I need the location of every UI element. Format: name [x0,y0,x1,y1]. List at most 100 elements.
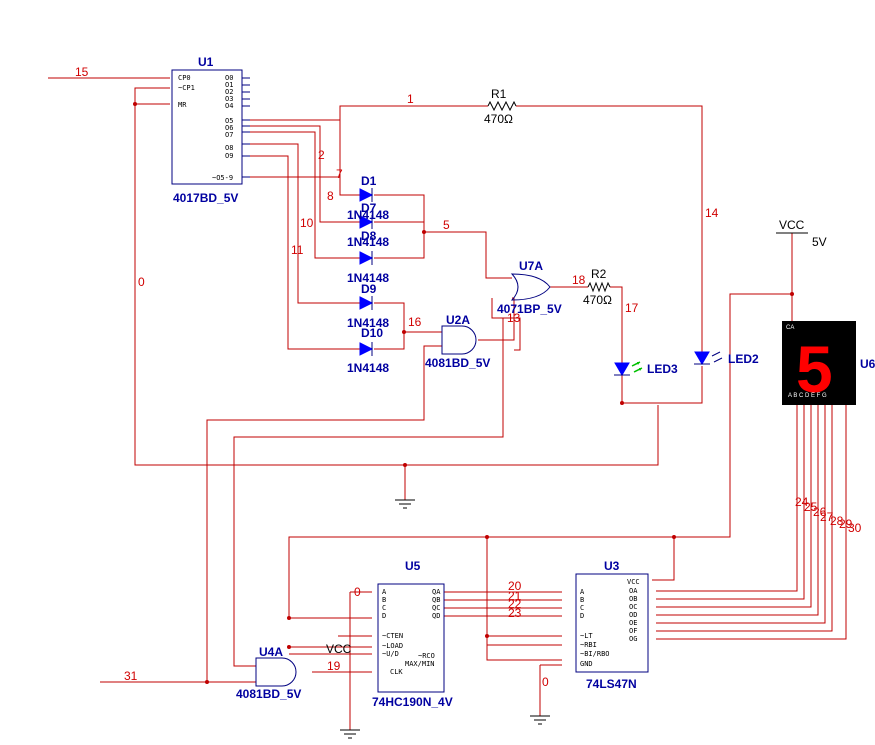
u2a-and-gate[interactable]: U2A 4081BD_5V [425,313,490,370]
net-label: 17 [625,301,639,315]
junction [485,634,489,638]
u1-pin-o0: O0 [225,74,233,82]
u5-pin-a: A [382,588,387,596]
led2-ref: LED2 [728,352,759,366]
junction [620,401,624,405]
net-label: 19 [327,659,341,673]
u4a-part: 4081BD_5V [236,687,301,701]
u6-seven-segment-display[interactable]: CA 5 A B C D E F G U6 [782,321,875,406]
d8-triangle [359,251,374,265]
d10-part: 1N4148 [347,361,389,375]
u7a-or-gate[interactable]: U7A 4071BP_5V [497,259,562,316]
net-label: 31 [124,669,138,683]
u1-pin-cp1: ~CP1 [178,84,195,92]
u3-pin-oc: OC [629,603,637,611]
u5-body [377,583,445,693]
diode-d1[interactable]: D1 [359,174,377,202]
r1-resistor[interactable]: R1 470Ω [484,87,517,126]
u1-pin-o1: O1 [225,81,233,89]
u5-pin-qd: QD [432,612,440,620]
u5-pin-load: ~LOAD [382,642,403,650]
junction [485,535,489,539]
u6-digit: 5 [796,332,833,406]
u1-body [171,69,243,185]
net-label: 10 [300,216,314,230]
net-label: 22 [508,597,522,611]
u3-decoder[interactable]: U3 74LS47N A B C D ~LT ~RBI ~BI/RBO GND … [575,559,649,691]
u3-part: 74LS47N [586,677,637,691]
u5-pin-b: B [382,596,386,604]
net-label: 1 [407,92,414,106]
d9-triangle [359,296,374,310]
u3-pin-birbo: ~BI/RBO [580,650,610,658]
u3-pin-gnd: GND [580,660,593,668]
net-label: 28 [830,514,844,528]
u6-body [782,321,856,405]
u1-pin-o3: O3 [225,95,233,103]
d1-part: 1N4148 [347,208,389,222]
u1-counter[interactable]: U1 4017BD_5V CP0 ~CP1 MR O0 O1 O2 O3 O4 … [171,55,250,205]
diode-d9[interactable]: D9 1N4148 [347,282,389,330]
u2a-ref: U2A [446,313,470,327]
d7-triangle [359,215,374,229]
ground-symbol [395,499,415,509]
net-label: 8 [327,189,334,203]
net-label: 7 [336,167,343,181]
net-label: 18 [572,273,586,287]
r2-ref: R2 [591,267,607,281]
u6-ref: U6 [860,357,875,371]
u5-part: 74HC190N_4V [372,695,453,709]
u3-pin-c: C [580,604,584,612]
net-label: 14 [705,206,719,220]
diode-d7[interactable]: 1N4148 D7 [347,201,389,229]
net-label: 16 [408,315,422,329]
d8-part: 1N4148 [347,271,389,285]
u3-pin-lt: ~LT [580,632,593,640]
led3-indicator[interactable]: LED3 [614,361,678,376]
u4a-and-gate[interactable]: U4A 4081BD_5V [236,645,301,701]
r1-ref: R1 [491,87,507,101]
vcc-value: 5V [812,235,827,249]
ground-symbol [530,715,550,725]
led2-indicator[interactable]: LED2 [694,351,759,366]
diode-d10[interactable]: D10 1N4148 [347,326,389,375]
u3-pin-d: D [580,612,584,620]
u3-pin-rbi: ~RBI [580,641,597,649]
u5-pin-cten: ~CTEN [382,632,403,640]
u5-counter[interactable]: U5 74HC190N_4V A B C D ~CTEN ~LOAD ~U/D … [326,559,453,709]
u3-body [575,573,649,673]
junction [790,292,794,296]
u4a-ref: U4A [259,645,283,659]
u6-segment-labels: A B C D E F G [788,393,827,399]
u1-pin-o6: O6 [225,124,233,132]
u3-pin-ob: OB [629,595,637,603]
u1-pin-carry: ~O5-9 [212,174,233,182]
u1-pin-o4: O4 [225,102,233,110]
net-label: 27 [820,510,834,524]
u5-pin-qb: QB [432,596,440,604]
u3-pin-og: OG [629,635,637,643]
junction [133,102,137,106]
d9-part: 1N4148 [347,316,389,330]
net-label: 5 [443,218,450,232]
d1-triangle [359,188,374,202]
d8-ref: D8 [361,229,377,243]
u1-pins [242,77,250,178]
net-label: 11 [291,243,304,257]
u5-pin-rco: ~RCO [418,652,435,660]
u5-pin-maxmin: MAX/MIN [405,660,435,668]
led2-triangle [694,351,710,365]
u1-pin-o2: O2 [225,88,233,96]
net-label: 2 [318,148,325,162]
u5-pin-ud: ~U/D [382,650,399,658]
u3-ref: U3 [604,559,620,573]
diode-d8[interactable]: 1N4148 D8 1N4148 [347,229,389,285]
led3-arrowheads [637,362,642,371]
u3-pin-b: B [580,596,584,604]
u3-pin-a: A [580,588,585,596]
u1-pin-o7: O7 [225,131,233,139]
r2-resistor[interactable]: R2 470Ω [583,267,612,307]
vcc-label: VCC [779,218,805,232]
u2a-body [441,325,477,355]
